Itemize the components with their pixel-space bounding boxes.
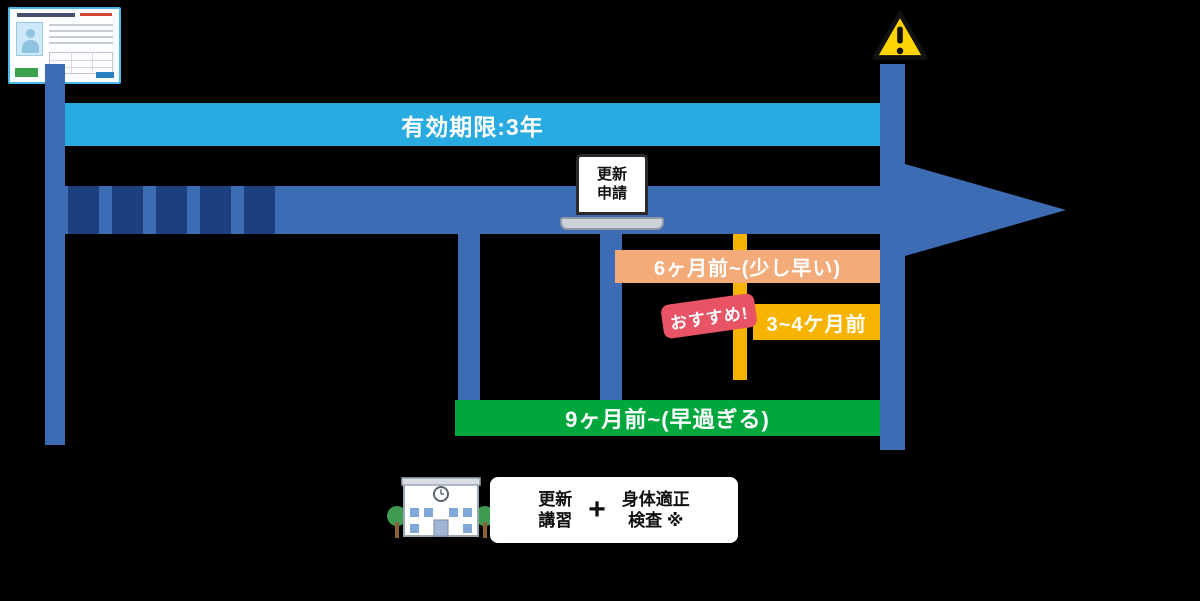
card-green-stamp: [15, 68, 38, 77]
validity-period-label: 有効期限:3年: [401, 113, 544, 140]
nine-month-marker: [458, 232, 480, 404]
warning-icon: [872, 10, 928, 62]
timeline-arrow-head: [898, 162, 1066, 258]
plus-sign: +: [588, 493, 606, 526]
aptitude-test-label: 身体適正 検査 ※: [621, 489, 690, 530]
renewal-course-label: 更新 講習: [538, 489, 573, 530]
card-photo: [16, 22, 43, 56]
card-table: [49, 52, 113, 74]
timeline-dashes: [68, 186, 275, 234]
renewal-application-label: 更新 申請: [576, 154, 648, 215]
license-application-card-image: [8, 7, 121, 84]
card-red-text-line: [80, 13, 112, 16]
laptop-icon: 更新 申請: [560, 154, 664, 230]
validity-period-bar: 有効期限:3年: [65, 103, 880, 146]
card-blue-chip: [96, 72, 114, 78]
nine-month-period-bar: 9ヶ月前~(早過ぎる): [455, 400, 880, 436]
driving-school-icon: [386, 464, 496, 540]
three-four-month-period-bar: 3~4ケ月前: [753, 304, 880, 340]
laptop-base: [560, 217, 664, 230]
renewal-requirements-box: 更新 講習 + 身体適正 検査 ※: [490, 477, 738, 543]
timeline-start-marker: [45, 64, 65, 445]
person-silhouette-icon: [26, 29, 35, 38]
six-month-period-bar: 6ヶ月前~(少し早い): [615, 250, 880, 283]
card-title-line: [17, 13, 75, 17]
